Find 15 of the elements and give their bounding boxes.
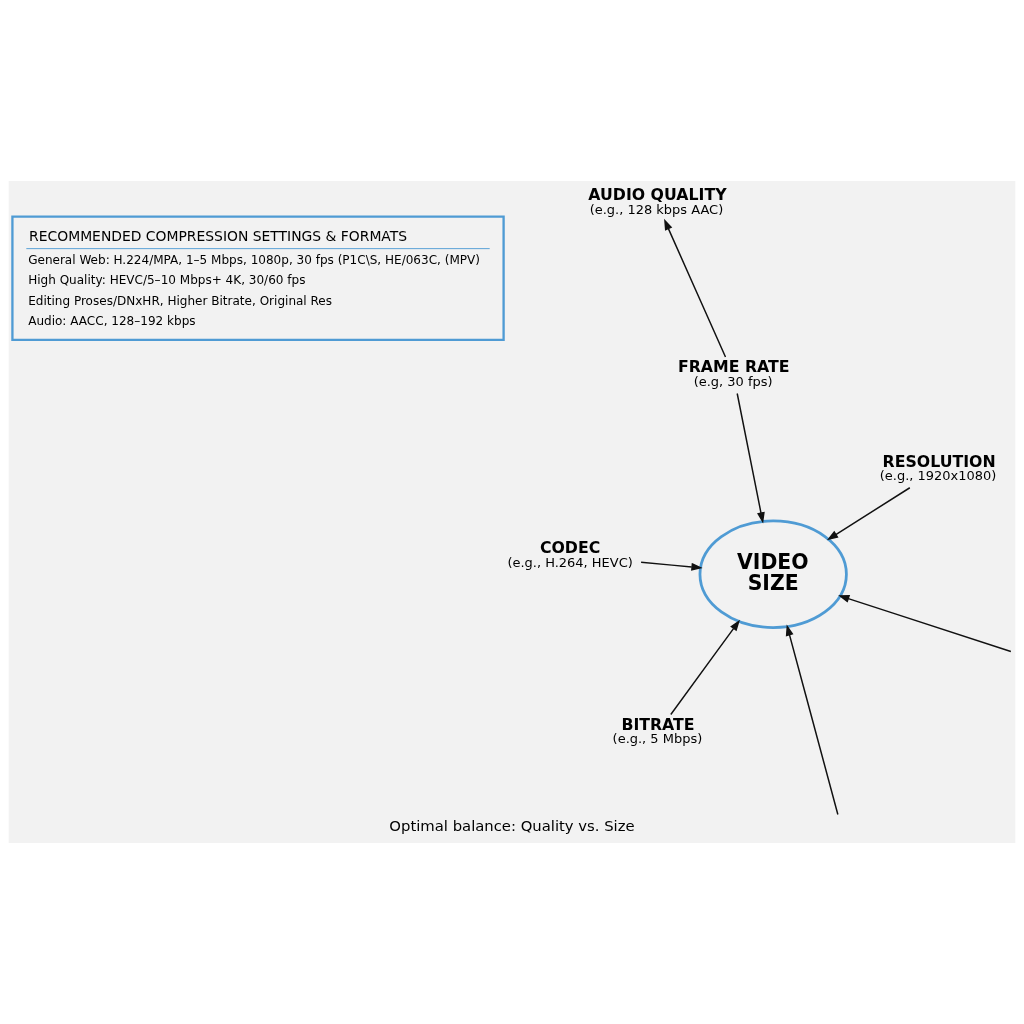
arrow (664, 218, 727, 358)
node-ellipse: VIDEO SIZE (698, 519, 848, 629)
node-box: RECOMMENDED COMPRESSION SETTINGS & FORMATS General Web: H.224/MPA, 1–5 Mbps, 1080p, 30 fps (P1C\S, HE/063C, (MPV) High Quality: HEVC/5–10 Mbps+ 4K, 30/60 fps Editing Proses/DNxHR, Higher Bitrate, Original Res Audio: AACC, 128–192 kbps (11, 215, 505, 342)
arrow (785, 624, 839, 816)
arrow (838, 595, 1012, 653)
arrow (640, 561, 703, 571)
arrow (826, 487, 911, 541)
node-text: BITRATE (e.g., 5 Mbps) (612, 714, 703, 747)
node-text: CODEC (e.g., H.264, HEVC) (507, 538, 633, 570)
node-text: FRAME RATE (e.g, 30 fps) (677, 357, 790, 389)
arrow (670, 619, 740, 716)
node-text: AUDIO QUALITY (e.g., 128 kbps AAC) (588, 185, 727, 217)
caption: Optimal balance: Quality vs. Size (389, 816, 635, 834)
arrow (736, 392, 765, 524)
node-text: RESOLUTION (e.g., 1920x1080) (879, 451, 997, 484)
